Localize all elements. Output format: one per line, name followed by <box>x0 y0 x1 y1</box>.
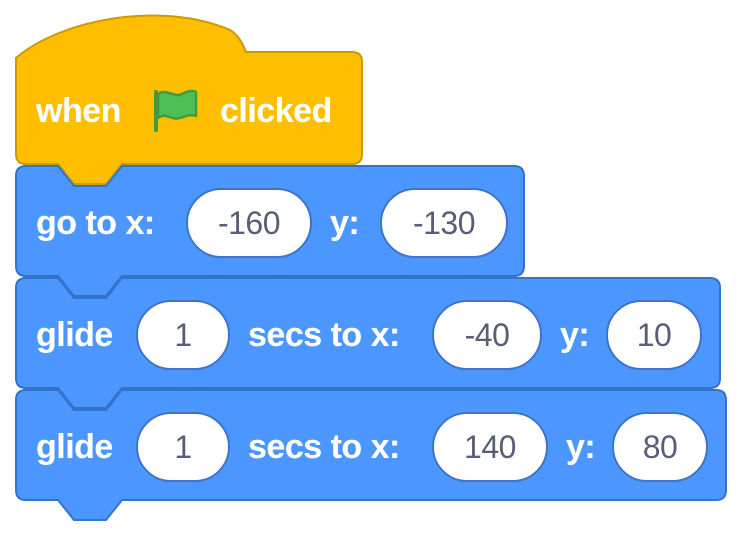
go-to-y-label: y: <box>330 204 360 242</box>
glide-2-secs-input[interactable]: 1 <box>136 412 230 482</box>
glide-2-secs-to-x-label: secs to x: <box>248 428 400 466</box>
glide-1-label: glide <box>36 316 113 354</box>
glide-2-label: glide <box>36 428 113 466</box>
hat-label-when: when <box>36 92 121 130</box>
go-to-x-label: go to x: <box>36 204 155 242</box>
glide-1-y-input[interactable]: 10 <box>606 300 702 370</box>
glide-1-y-label: y: <box>560 316 590 354</box>
go-to-x-input[interactable]: -160 <box>186 188 312 258</box>
glide-2-y-input[interactable]: 80 <box>612 412 708 482</box>
glide-2-y-label: y: <box>566 428 596 466</box>
glide-2-x-input[interactable]: 140 <box>432 412 548 482</box>
hat-label-clicked: clicked <box>220 92 332 130</box>
glide-1-secs-to-x-label: secs to x: <box>248 316 400 354</box>
green-flag-icon <box>154 89 198 132</box>
glide-1-secs-input[interactable]: 1 <box>136 300 230 370</box>
go-to-y-input[interactable]: -130 <box>380 188 508 258</box>
glide-1-x-input[interactable]: -40 <box>432 300 542 370</box>
